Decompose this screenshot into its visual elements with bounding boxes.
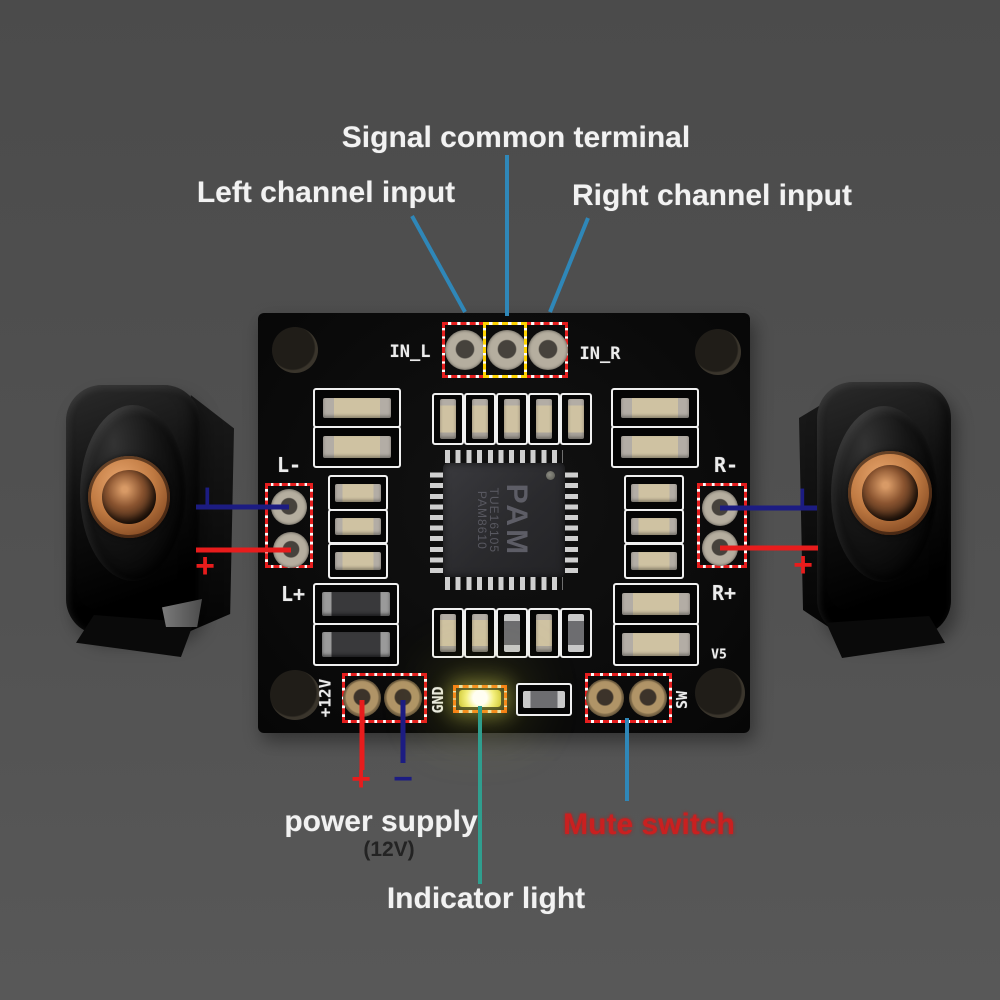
smd-capacitor	[496, 393, 528, 445]
mounting-hole-top-left	[272, 327, 318, 373]
label-signal-common-terminal: Signal common terminal	[341, 121, 691, 154]
right-speaker	[795, 380, 955, 665]
smd-resistor	[624, 543, 684, 579]
left-speaker	[58, 383, 234, 663]
silkscreen-version: V5	[711, 647, 727, 663]
smd-capacitor	[613, 623, 699, 666]
smd-capacitor	[313, 388, 401, 428]
mounting-hole-top-right	[695, 329, 741, 375]
silkscreen-l-plus: L+	[280, 582, 306, 606]
right-output-pad-positive	[702, 530, 738, 566]
chip-lot-code: TUE16105	[487, 487, 502, 553]
smd-capacitor	[313, 426, 401, 468]
power-pad-negative	[384, 679, 422, 717]
callout-line-left-input	[410, 215, 467, 313]
callout-line-right-input	[548, 217, 590, 313]
mounting-hole-bottom-right	[695, 668, 745, 718]
smd-capacitor	[464, 393, 496, 445]
label-left-channel-input: Left channel input	[196, 176, 456, 209]
power-pad-positive	[343, 679, 381, 717]
input-pad-right	[528, 330, 568, 370]
chip-pins-right	[565, 467, 578, 573]
silkscreen-in-r: IN_R	[579, 344, 621, 364]
left-positive-marker: +	[195, 547, 215, 585]
silkscreen-in-l: IN_L	[389, 342, 431, 362]
smd-capacitor	[464, 608, 496, 658]
power-negative-marker: −	[393, 760, 413, 798]
switch-pad-2	[629, 679, 667, 717]
smd-capacitor	[528, 608, 560, 658]
smd-capacitor	[613, 583, 699, 625]
switch-pad-1	[586, 679, 624, 717]
amplifier-board: IN_L IN_R	[258, 313, 750, 733]
left-output-pad-negative	[271, 489, 307, 525]
smd-capacitor	[611, 388, 699, 428]
smd-diode	[313, 583, 399, 625]
right-speaker-driver-dome	[862, 465, 918, 521]
smd-resistor	[496, 608, 528, 658]
smd-capacitor	[560, 393, 592, 445]
left-output-pad-positive	[273, 532, 309, 568]
smd-resistor	[516, 683, 572, 716]
left-negative-marker: −	[188, 486, 226, 506]
chip-pins-left	[430, 467, 443, 573]
label-right-channel-input: Right channel input	[572, 179, 852, 212]
label-mute-switch: Mute switch	[563, 808, 735, 841]
silkscreen-r-plus: R+	[711, 581, 737, 605]
chip-part-number: PAM8610	[475, 490, 490, 550]
indicator-led	[459, 690, 501, 707]
smd-resistor	[328, 543, 388, 579]
silkscreen-sw: SW	[673, 690, 691, 710]
silkscreen-r-minus: R-	[713, 453, 739, 477]
smd-capacitor	[432, 393, 464, 445]
smd-resistor	[624, 475, 684, 511]
pam8610-chip: PAM TUE16105 PAM8610	[443, 463, 565, 577]
smd-resistor	[560, 608, 592, 658]
label-power-supply: power supply	[284, 805, 478, 838]
smd-diode	[313, 623, 399, 666]
label-indicator-light: Indicator light	[386, 882, 586, 915]
right-negative-marker: −	[783, 487, 821, 507]
chip-logo-text: PAM	[500, 483, 534, 557]
mounting-hole-bottom-left	[270, 670, 320, 720]
chip-pins-top	[445, 450, 563, 463]
smd-capacitor	[432, 608, 464, 658]
silkscreen-12v: +12V	[315, 678, 335, 718]
chip-pins-bottom	[445, 577, 563, 590]
smd-resistor	[328, 509, 388, 544]
silkscreen-l-minus: L-	[276, 453, 302, 477]
right-output-highlight-box	[697, 483, 747, 568]
smd-capacitor	[528, 393, 560, 445]
label-power-voltage: (12V)	[363, 838, 415, 861]
common-terminal-highlight-box	[483, 322, 527, 378]
input-pad-left	[445, 330, 485, 370]
input-pad-common	[487, 330, 527, 370]
right-speaker-base	[826, 616, 945, 658]
left-speaker-driver-dome	[102, 470, 156, 524]
right-output-pad-negative	[702, 490, 738, 526]
silkscreen-gnd: GND	[429, 686, 447, 714]
smd-resistor	[624, 509, 684, 544]
smd-resistor	[328, 475, 388, 511]
power-positive-marker: +	[351, 760, 371, 798]
smd-capacitor	[611, 426, 699, 468]
right-positive-marker: +	[793, 546, 813, 584]
